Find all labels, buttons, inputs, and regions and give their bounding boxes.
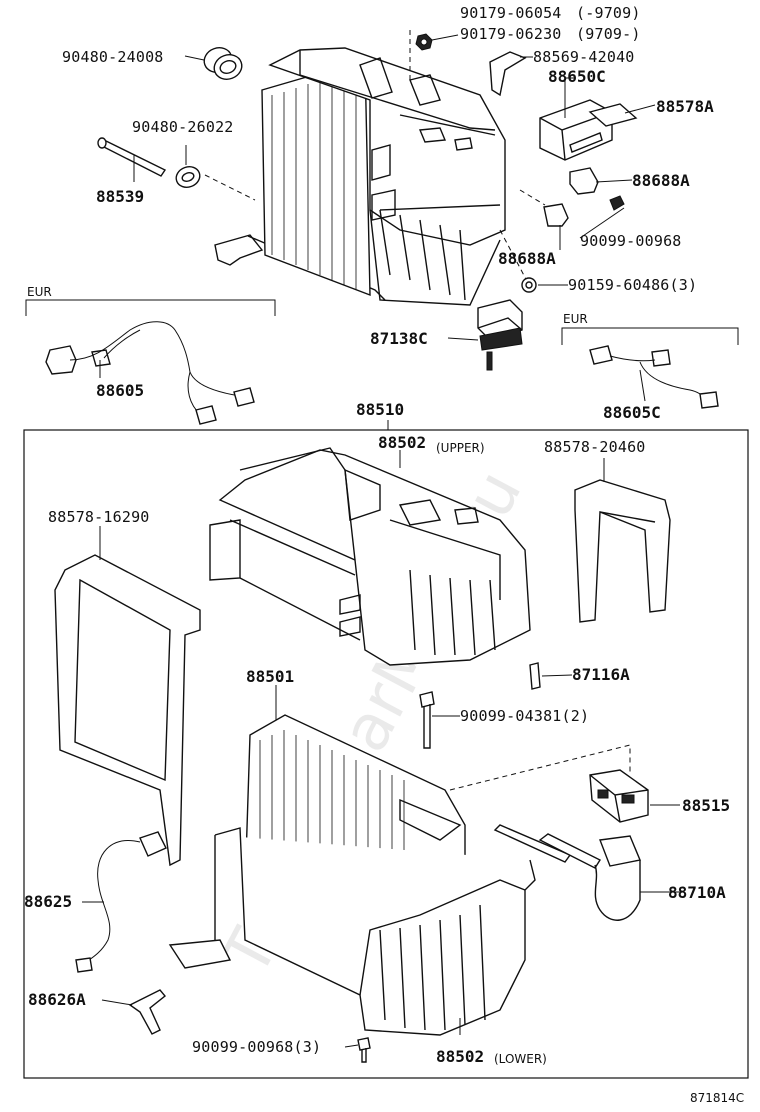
label-90099-00968: 90099-00968 [580,232,682,250]
clip-88626A [128,989,166,1035]
bracket-88569 [489,51,527,97]
pipe-88710A [493,824,641,921]
eur-label-left: EUR [27,285,52,299]
wire-harness-88605C [589,345,719,409]
label-88578-16290: 88578-16290 [48,508,150,526]
label-90099-00968-3: 90099-00968(3) [192,1038,321,1056]
diagram-code: 871814C [690,1091,744,1105]
label-90179-06230-note: (9709-) [576,25,641,43]
nut-90159 [521,277,537,293]
label-90159-60486: 90159-60486(3) [568,276,697,294]
label-88501: 88501 [246,667,294,686]
nut-90179 [415,33,433,51]
label-90179-06054-note: (-9709) [576,4,641,22]
tube-88539 [97,137,167,177]
label-88626A: 88626A [28,990,86,1009]
part-labels: 90179-06054 (-9709) 90179-06230 (9709-) … [24,4,744,1105]
label-88502-upper: 88502 [378,433,426,452]
eur-bracket-left: EUR [25,285,276,316]
label-88625: 88625 [24,892,72,911]
label-88515: 88515 [682,796,730,815]
assembly-frame-88510 [23,429,749,1079]
label-88502-upper-note: (UPPER) [436,441,485,455]
label-90099-04381: 90099-04381(2) [460,707,589,725]
seal-88578-20460 [574,479,671,623]
label-88539: 88539 [96,187,144,206]
wire-harness-88605 [45,321,255,425]
label-88502-lower-note: (LOWER) [494,1052,547,1066]
label-90179-06230: 90179-06230 [460,25,562,43]
grommet-90480-24008 [203,47,243,80]
label-88605: 88605 [96,381,144,400]
label-87138C: 87138C [370,329,428,348]
label-88650C: 88650C [548,67,606,86]
bracket-88688A-lower [543,203,569,227]
leader-lines [82,34,682,1048]
upper-case-88502 [209,447,531,666]
clip-87116A [529,662,541,690]
eur-label-right: EUR [563,312,588,326]
screw-90099-00968-3 [357,1037,371,1063]
screw-90099-00968 [609,195,625,211]
thermistor-88625 [75,831,167,973]
bracket-88688A-upper [569,167,599,195]
label-88578-20460: 88578-20460 [544,438,646,456]
label-88688A-lower: 88688A [498,249,556,268]
label-88502-lower: 88502 [436,1047,484,1066]
label-88710A: 88710A [668,883,726,902]
eur-bracket-right: EUR [561,312,739,345]
label-87116A: 87116A [572,665,630,684]
label-90480-26022: 90480-26022 [132,118,234,136]
label-88688A-upper: 88688A [632,171,690,190]
grommet-90480-26022 [175,166,201,188]
seal-88578-16290 [54,554,201,867]
pad-88578A [588,103,638,127]
label-90179-06054: 90179-06054 [460,4,562,22]
label-88569-42040: 88569-42040 [533,48,635,66]
label-88510: 88510 [356,400,404,419]
label-88578A: 88578A [656,97,714,116]
label-90480-24008: 90480-24008 [62,48,164,66]
resistor-87138C [477,299,523,371]
expansion-valve-88515 [589,769,649,823]
lower-case-88502 [168,827,536,1036]
bolt-90099-04381 [419,691,435,749]
label-88605C: 88605C [603,403,661,422]
top-evaporator-assembly [214,47,506,306]
